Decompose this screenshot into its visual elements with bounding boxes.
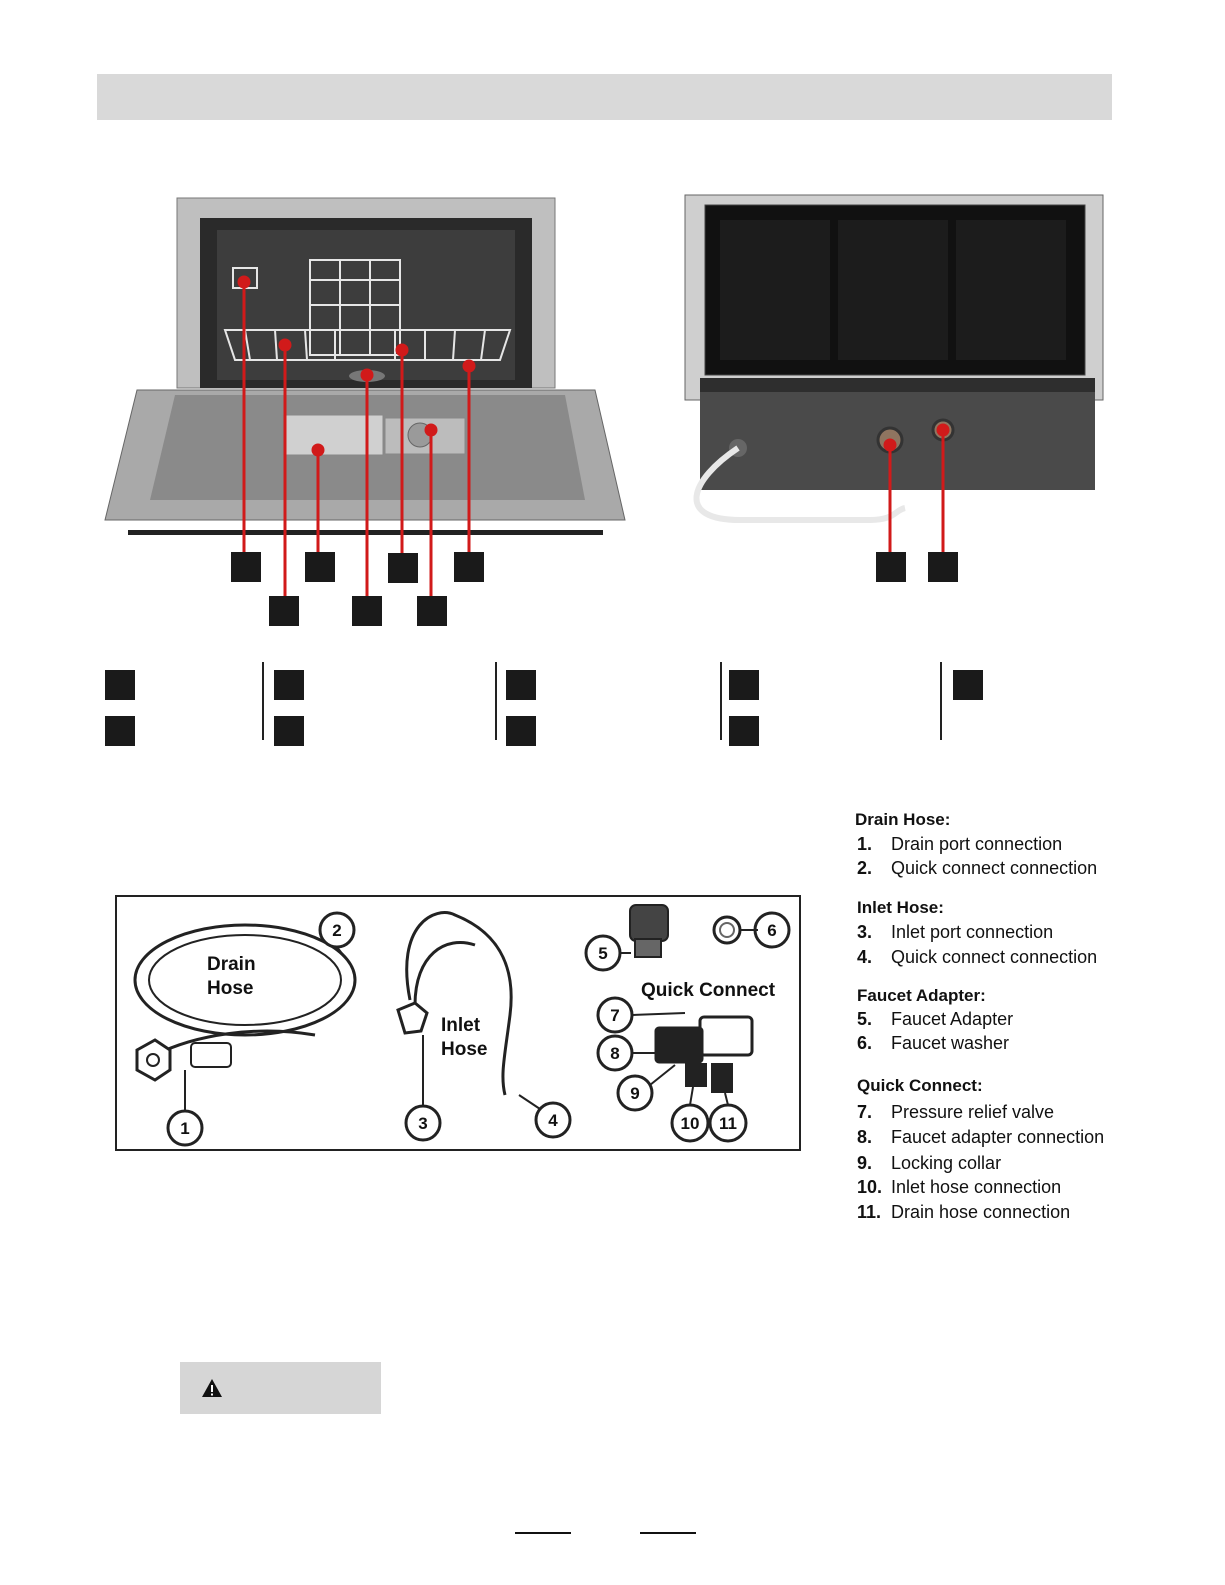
callout-10: 10	[681, 1114, 700, 1133]
legend-square	[506, 716, 536, 746]
front-callout-square	[269, 596, 299, 626]
callout-6: 6	[767, 921, 776, 940]
legend-divider	[940, 662, 942, 740]
inlet-hose-label-line1: Inlet	[441, 1015, 481, 1036]
section-header-bar	[97, 74, 1112, 120]
parts-item: 10.Inlet hose connection	[857, 1177, 1062, 1197]
parts-item: 6.Faucet washer	[857, 1033, 1010, 1053]
callout-1: 1	[180, 1119, 189, 1138]
rear-callout-lines	[883, 423, 950, 553]
legend-square	[105, 670, 135, 700]
legend-divider	[262, 662, 264, 740]
front-callout-square	[305, 552, 335, 582]
parts-group-title: Faucet Adapter:	[857, 986, 986, 1005]
legend-divider	[720, 662, 722, 740]
front-callout-lines	[237, 275, 476, 598]
parts-item: 9.Locking collar	[857, 1153, 1002, 1173]
drain-hose-label-line2: Hose	[207, 978, 253, 999]
callout-11: 11	[719, 1114, 737, 1133]
front-callout-square	[388, 553, 418, 583]
parts-item: 2.Quick connect connection	[857, 858, 1098, 878]
parts-group-title: Inlet Hose:	[857, 898, 944, 917]
warning-triangle-icon	[202, 1379, 222, 1397]
callout-2: 2	[332, 921, 341, 940]
drain-hose-label-line1: Drain	[207, 954, 256, 975]
legend-square	[729, 716, 759, 746]
parts-item: 1.Drain port connection	[857, 834, 1063, 854]
legend-square	[105, 716, 135, 746]
parts-item: 7.Pressure relief valve	[857, 1102, 1055, 1122]
callout-4: 4	[548, 1111, 558, 1130]
front-callout-square	[352, 596, 382, 626]
callout-9: 9	[630, 1084, 639, 1103]
parts-item: 3.Inlet port connection	[857, 922, 1054, 942]
front-callout-square	[417, 596, 447, 626]
callout-5: 5	[598, 944, 607, 963]
legend-divider	[495, 662, 497, 740]
callout-8: 8	[610, 1044, 619, 1063]
quick-connect-label: Quick Connect	[641, 980, 776, 1001]
dishwasher-rear-photo	[684, 194, 1104, 523]
legend-square	[274, 716, 304, 746]
parts-group-title: Drain Hose:	[855, 810, 951, 829]
legend-square	[953, 670, 983, 700]
callout-7: 7	[610, 1006, 619, 1025]
parts-group-title: Quick Connect:	[857, 1076, 983, 1095]
front-callout-square	[231, 552, 261, 582]
parts-item: 4.Quick connect connection	[857, 947, 1098, 967]
legend-square	[506, 670, 536, 700]
rear-callout-square	[928, 552, 958, 582]
footer-rule	[515, 1532, 571, 1534]
legend-square	[729, 670, 759, 700]
callout-3: 3	[418, 1114, 427, 1133]
rear-callout-square	[876, 552, 906, 582]
parts-item: 8.Faucet adapter connection	[857, 1127, 1105, 1147]
accessory-diagram: Drain Hose Inlet Hose Quick Connect	[115, 895, 801, 1151]
dishwasher-front-photo	[104, 197, 626, 535]
inlet-hose-label-line2: Hose	[441, 1039, 487, 1060]
footer-rule	[640, 1532, 696, 1534]
parts-item: 5.Faucet Adapter	[857, 1009, 1014, 1029]
legend-square	[274, 670, 304, 700]
front-callout-square	[454, 552, 484, 582]
parts-item: 11.Drain hose connection	[857, 1202, 1071, 1222]
warning-box	[180, 1362, 381, 1414]
